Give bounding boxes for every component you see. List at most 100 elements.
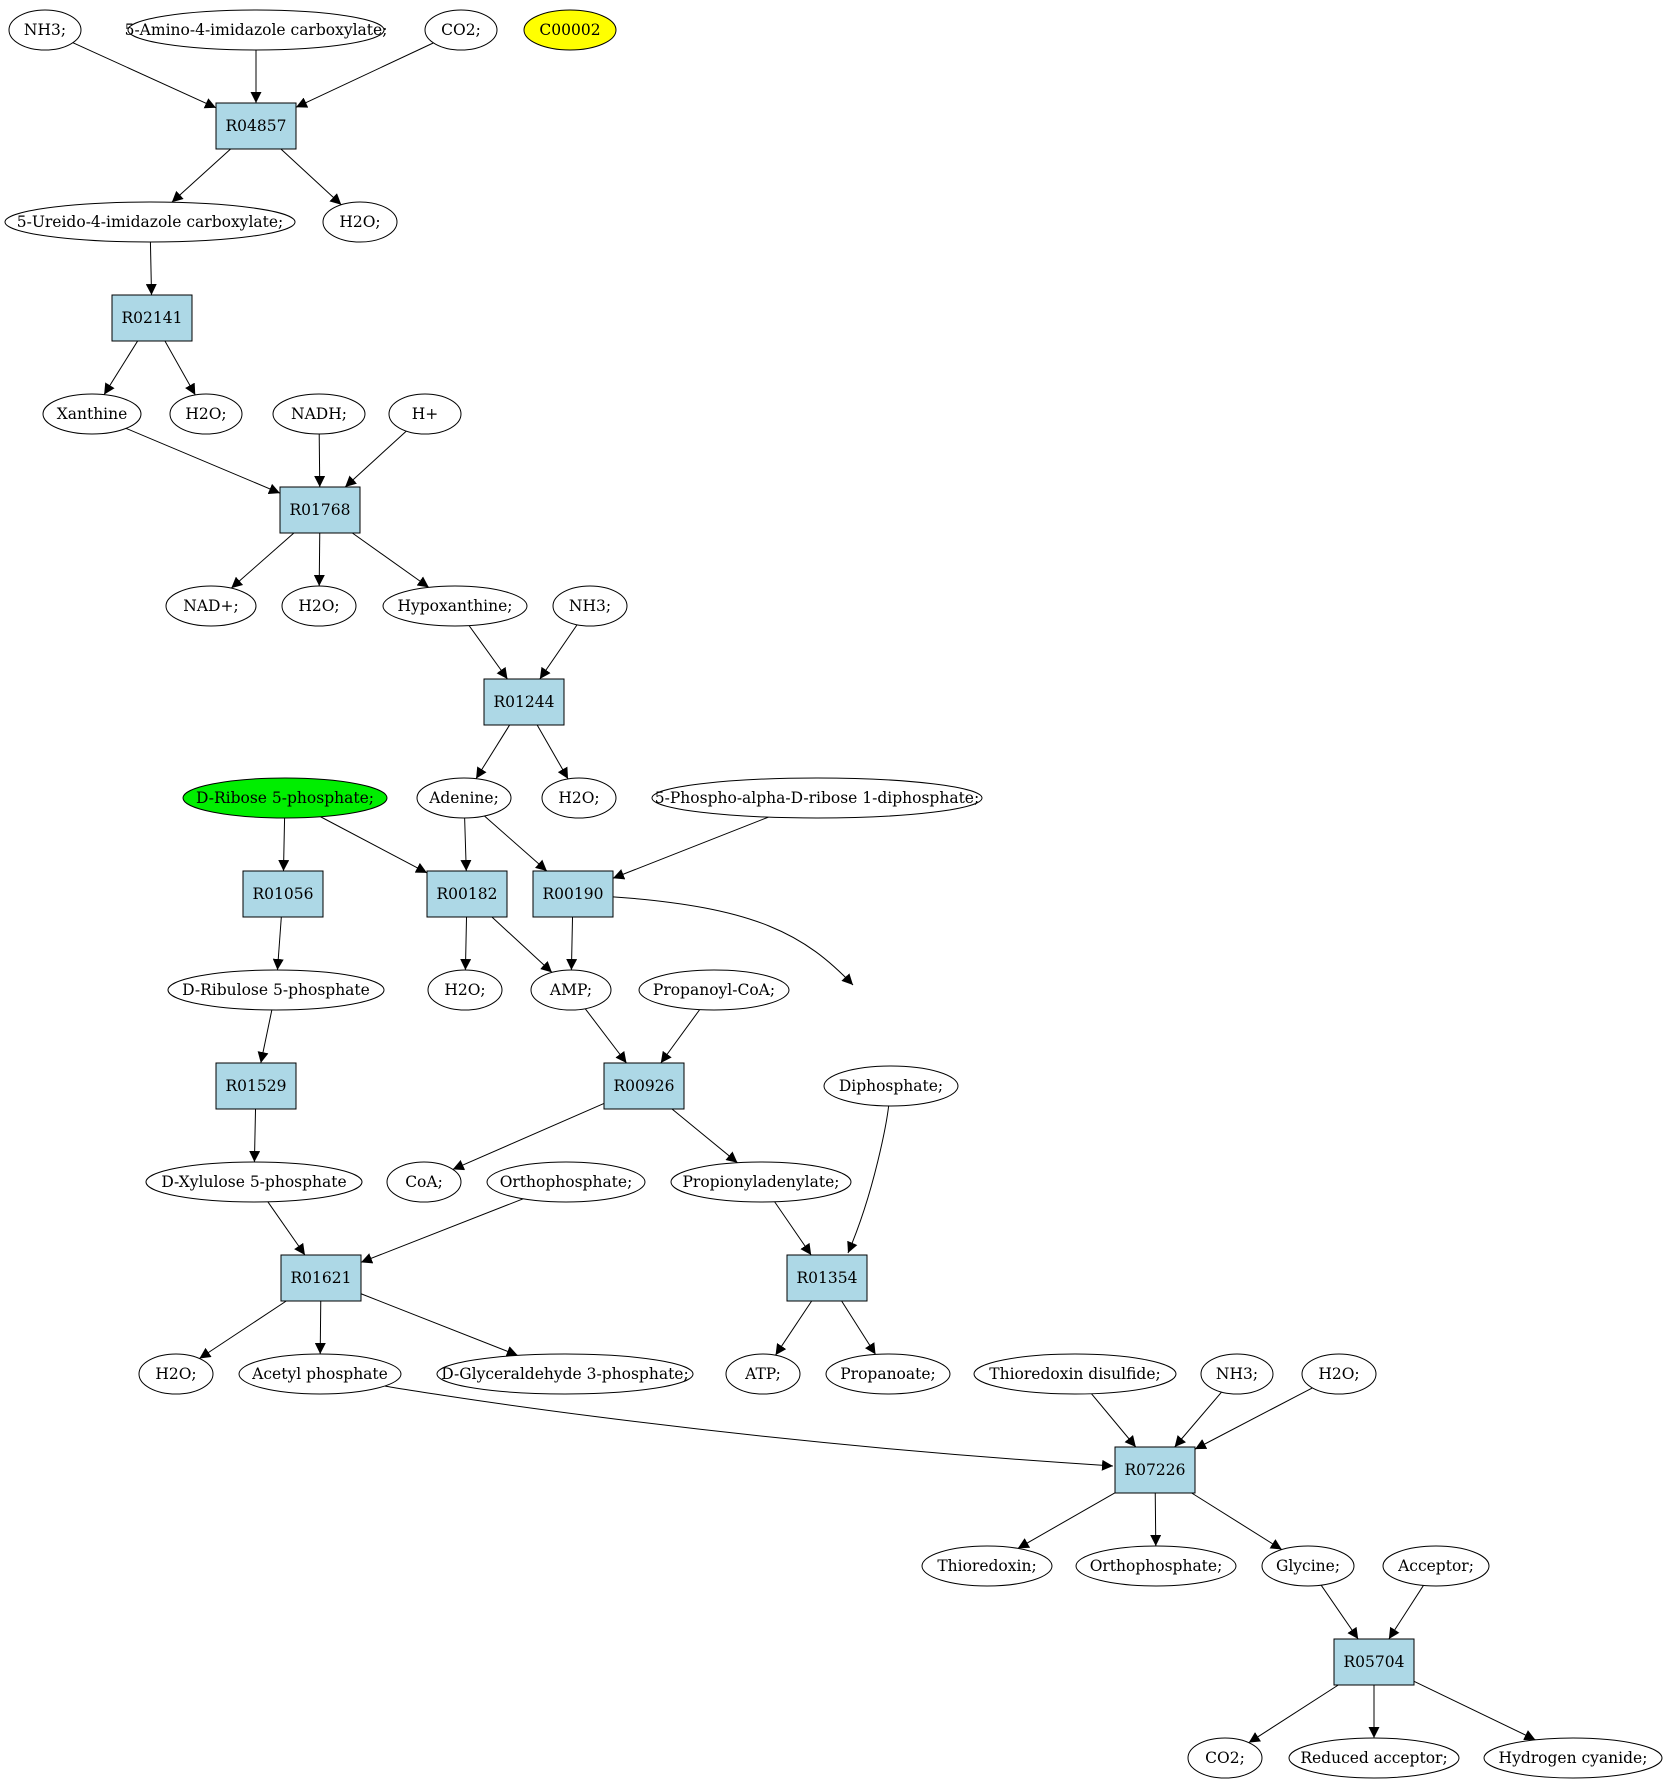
reaction-node-r01529[interactable]: R01529 [215,1062,297,1110]
edge-r05704-to-co2 [1248,1684,1339,1744]
compound-node-orthophosphate[interactable]: Orthophosphate; [486,1161,646,1203]
compound-ellipse [238,1353,402,1395]
compound-node-h2o[interactable]: H2O; [427,969,503,1011]
compound-node-nad[interactable]: NAD+; [165,585,257,627]
compound-node-xanthine[interactable]: Xanthine [42,393,142,435]
compound-node-thioredoxin-disulfide[interactable]: Thioredoxin disulfide; [973,1353,1177,1395]
edge-d-ribose-5-phosphate-to-r01056 [278,817,290,872]
compound-node-reduced-acceptor[interactable]: Reduced acceptor; [1288,1737,1460,1779]
compound-node-h2o[interactable]: H2O; [541,777,617,819]
reaction-node-r00182[interactable]: R00182 [426,870,508,918]
compound-node-h2o[interactable]: H2O; [1301,1353,1377,1395]
edge-r04857-to-h2o [280,148,342,206]
reaction-node-r07226[interactable]: R07226 [1114,1446,1196,1494]
compound-ellipse [182,777,388,819]
reaction-node-r02141[interactable]: R02141 [111,294,193,342]
reaction-box [215,1062,297,1110]
compound-node-amp[interactable]: AMP; [530,969,612,1011]
compound-node-nadh[interactable]: NADH; [272,393,366,435]
compound-node-propanoate[interactable]: Propanoate; [825,1353,951,1395]
compound-node-c00002[interactable]: C00002 [523,9,617,51]
node-label: D-Ribulose 5-phosphate [182,981,370,999]
compound-node-d-glyceraldehyde-3-phosphate[interactable]: D-Glyceraldehyde 3-phosphate; [436,1353,694,1395]
compound-node-d-xylulose-5-phosphate[interactable]: D-Xylulose 5-phosphate [145,1161,363,1203]
compound-node-nh3[interactable]: NH3; [1200,1353,1274,1395]
node-label: R07226 [1125,1461,1186,1479]
node-label: H2O; [298,597,339,615]
compound-ellipse [1288,1737,1460,1779]
node-label: Diphosphate; [839,1077,943,1095]
compound-ellipse [427,969,503,1011]
compound-node-propionyladenylate[interactable]: Propionyladenylate; [670,1161,852,1203]
reaction-node-r01056[interactable]: R01056 [242,870,324,918]
edge-r07226-to-thioredoxin [1017,1492,1116,1549]
compound-node-coa[interactable]: CoA; [386,1161,462,1203]
reaction-node-r00190[interactable]: R00190 [532,870,614,918]
compound-node-hypoxanthine[interactable]: Hypoxanthine; [382,585,528,627]
node-label: R04857 [226,117,287,135]
compound-node-co2[interactable]: CO2; [1187,1737,1263,1779]
compound-node-h2o[interactable]: H2O; [138,1353,214,1395]
node-label: C00002 [539,21,600,39]
node-label: H2O; [339,213,380,231]
node-label: R05704 [1344,1653,1405,1671]
node-label: Glycine; [1276,1557,1340,1575]
node-label: H2O; [444,981,485,999]
compound-node-glycine[interactable]: Glycine; [1261,1545,1355,1587]
compound-node-h2o[interactable]: H2O; [322,201,398,243]
compound-ellipse [1483,1737,1663,1779]
compound-ellipse [523,9,617,51]
reaction-node-r04857[interactable]: R04857 [215,102,297,150]
compound-node-h2o[interactable]: H2O; [169,393,243,435]
compound-node-hydrogen-cyanide[interactable]: Hydrogen cyanide; [1483,1737,1663,1779]
node-label: H2O; [185,405,226,423]
compound-node-5-ureido-4-imidazole-carboxylate[interactable]: 5-Ureido-4-imidazole carboxylate; [4,201,296,243]
compound-node-atp[interactable]: ATP; [725,1353,801,1395]
node-label: Hydrogen cyanide; [1499,1749,1648,1767]
node-label: Hypoxanthine; [397,597,512,615]
compound-ellipse [388,393,462,435]
edge-propionyladenylate-to-r01354 [774,1201,812,1256]
compound-node-acceptor[interactable]: Acceptor; [1382,1545,1490,1587]
edge-nh3-to-r04857 [72,42,217,109]
reaction-node-r01244[interactable]: R01244 [483,678,565,726]
compound-node-nh3[interactable]: NH3; [8,9,82,51]
compound-ellipse [272,393,366,435]
edge-r05704-to-hydrogen-cyanide [1413,1680,1536,1741]
compound-node-h[interactable]: H+ [388,393,462,435]
node-label: CO2; [441,21,481,39]
compound-node-5-phospho-alpha-d-ribose-1-diphosphate[interactable]: 5-Phospho-alpha-D-ribose 1-diphosphate; [651,777,983,819]
compound-node-thioredoxin[interactable]: Thioredoxin; [921,1545,1053,1587]
compound-ellipse [725,1353,801,1395]
node-label: ATP; [744,1365,781,1383]
compound-ellipse [541,777,617,819]
reaction-node-r01354[interactable]: R01354 [786,1254,868,1302]
compound-node-nh3[interactable]: NH3; [552,585,628,627]
compound-ellipse [127,9,385,51]
compound-node-5-amino-4-imidazole-carboxylate[interactable]: 5-Amino-4-imidazole carboxylate; [125,9,388,51]
edge-5-phospho-alpha-d-ribose-1-diphosphate-to-r00190 [612,816,769,880]
compound-node-co2[interactable]: CO2; [424,9,498,51]
edge-propanoyl-coa-to-r00926 [660,1009,701,1064]
edge-r02141-to-h2o [164,340,196,396]
compound-node-acetyl-phosphate[interactable]: Acetyl phosphate [238,1353,402,1395]
compound-node-d-ribose-5-phosphate[interactable]: D-Ribose 5-phosphate; [182,777,388,819]
compound-node-adenine[interactable]: Adenine; [416,777,512,819]
node-label: Orthophosphate; [500,1173,633,1191]
edge-adenine-to-r00182 [460,817,472,872]
reaction-node-r01768[interactable]: R01768 [279,486,361,534]
node-label: NH3; [1216,1365,1258,1383]
compound-node-d-ribulose-5-phosphate[interactable]: D-Ribulose 5-phosphate [167,969,385,1011]
reaction-node-r01621[interactable]: R01621 [280,1254,362,1302]
edge-r01056-to-d-ribulose-5-phosphate [272,916,284,971]
reaction-node-r05704[interactable]: R05704 [1333,1638,1415,1686]
compound-node-orthophosphate[interactable]: Orthophosphate; [1075,1545,1237,1587]
compound-node-h2o[interactable]: H2O; [281,585,357,627]
edge-d-ribulose-5-phosphate-to-r01529 [257,1009,273,1064]
edge-amp-to-r00926 [584,1008,627,1064]
reaction-node-r00926[interactable]: R00926 [603,1062,685,1110]
compound-node-propanoyl-coa[interactable]: Propanoyl-CoA; [638,969,790,1011]
compound-ellipse [638,969,790,1011]
compound-node-diphosphate[interactable]: Diphosphate; [823,1065,959,1107]
